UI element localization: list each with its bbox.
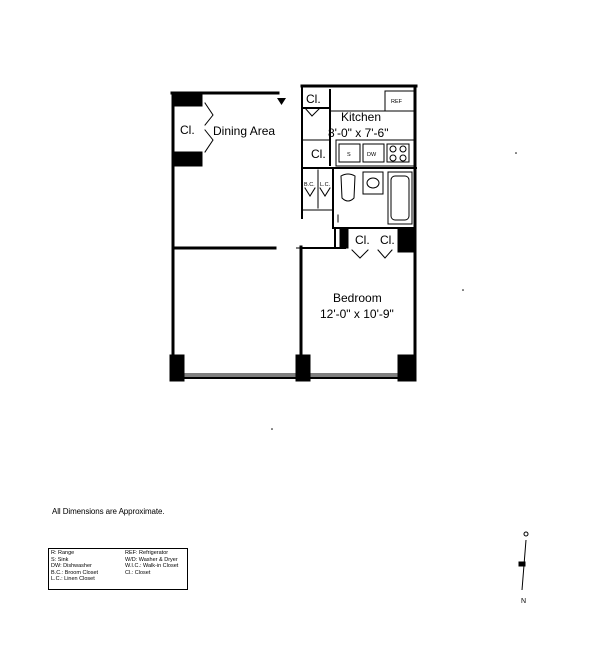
- dining-closet-label: Cl.: [180, 123, 195, 137]
- bedroom-dimensions: 12'-0" x 10'-9": [320, 307, 394, 321]
- kitchen-dimensions: 8'-0" x 7'-6": [328, 126, 388, 140]
- legend-item: R: Range: [51, 550, 75, 556]
- legend-box: R: Range S: Sink DW: Dishwasher B.C.: Br…: [48, 548, 188, 590]
- approximate-dimensions-note: All Dimensions are Approximate.: [52, 507, 165, 516]
- bedroom-label: Bedroom: [333, 291, 382, 305]
- kitchen-closet2-label: Cl.: [311, 147, 326, 161]
- sink-label: S: [347, 152, 351, 158]
- legend-item: B.C.: Broom Closet: [51, 569, 99, 576]
- compass-north-label: N: [521, 598, 526, 605]
- legend-item: Cl.: Closet: [125, 569, 151, 576]
- legend-item: DW: Dishwasher: [51, 563, 92, 570]
- legend-item: W/D: Washer & Dryer: [125, 556, 178, 563]
- legend-item: L.C.: Linen Closet: [51, 576, 95, 583]
- legend-item: S: Sink: [51, 556, 69, 563]
- kitchen-label: Kitchen: [341, 110, 381, 124]
- refrigerator-label: REF: [391, 99, 403, 105]
- broom-closet-label: B.C.: [304, 182, 315, 188]
- bedroom-closet1-label: Cl.: [355, 233, 370, 247]
- linen-closet-label: L.C.: [320, 182, 331, 188]
- bedroom-closet2-label: Cl.: [380, 233, 395, 247]
- legend-column-1: R: Range S: Sink DW: Dishwasher B.C.: Br…: [51, 550, 98, 583]
- legend-column-2: REF: Refrigerator W/D: Washer & Dryer W.…: [125, 550, 178, 576]
- exterior-walls: [169, 84, 418, 382]
- legend-item: REF: Refrigerator: [125, 550, 169, 556]
- dishwasher-label: DW: [367, 152, 377, 158]
- kitchen-closet-label: Cl.: [306, 92, 321, 106]
- compass-icon: [518, 531, 529, 591]
- entry-arrow-icon: [277, 98, 286, 105]
- legend-item: W.I.C.: Walk-in Closet: [125, 563, 179, 570]
- dining-area-label: Dining Area: [213, 124, 275, 138]
